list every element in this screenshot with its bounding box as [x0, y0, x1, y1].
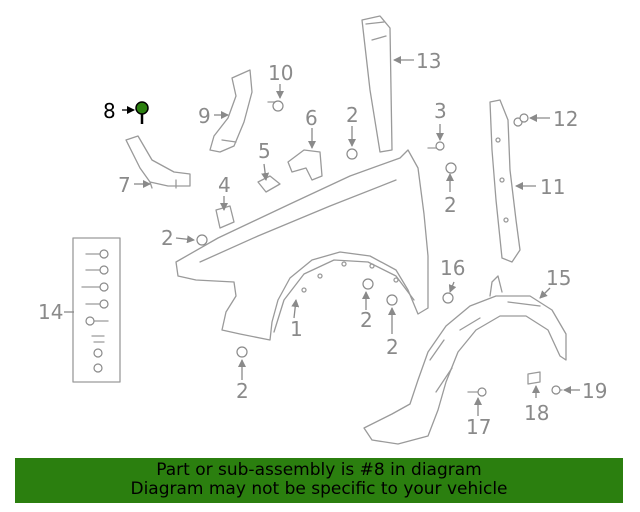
part-17-screw	[467, 387, 487, 397]
callout-15: 15	[546, 266, 571, 290]
part-info-banner: Part or sub-assembly is #8 in diagram Di…	[15, 458, 623, 503]
callout-2: 2	[386, 335, 399, 359]
callout-6: 6	[305, 106, 318, 130]
callout-7: 7	[118, 173, 131, 197]
part-5-clip	[257, 175, 281, 193]
part-6-bracket	[287, 149, 323, 181]
part-10-screw	[267, 100, 284, 112]
callout-16: 16	[440, 256, 465, 280]
part-3-screw	[427, 141, 445, 151]
callout-2: 2	[444, 193, 457, 217]
part-8-bolt-highlighted[interactable]	[135, 101, 149, 124]
callout-13: 13	[416, 49, 441, 73]
leader-lines	[64, 56, 580, 416]
callout-3: 3	[434, 99, 447, 123]
callout-2: 2	[161, 226, 174, 250]
part-13-pillar-trim	[361, 15, 393, 153]
callout-labels: 1 2 2 2 2 2 2 3 4 5 6 7 8 9 10 11 12 13 …	[38, 49, 607, 439]
callout-14: 14	[38, 300, 63, 324]
part-11-seal-strip	[489, 99, 521, 263]
callout-2: 2	[360, 308, 373, 332]
part-2-screws	[196, 148, 457, 358]
part-18-clip	[527, 371, 541, 385]
parts-diagram: 1 2 2 2 2 2 2 3 4 5 6 7 8 9 10 11 12 13 …	[38, 15, 607, 445]
part-16-nut	[442, 292, 454, 304]
banner-line-2: Diagram may not be specific to your vehi…	[130, 479, 508, 499]
part-15-wheelhouse-liner	[363, 275, 567, 445]
part-12-clip	[513, 113, 529, 127]
callout-2: 2	[236, 379, 249, 403]
banner-line-1: Part or sub-assembly is #8 in diagram	[156, 460, 482, 480]
callout-5: 5	[258, 139, 271, 163]
callout-4: 4	[218, 173, 231, 197]
part-1-fender	[175, 149, 429, 341]
callout-19: 19	[582, 379, 607, 403]
part-19-bolt	[551, 385, 563, 395]
callout-12: 12	[553, 107, 578, 131]
callout-2: 2	[346, 103, 359, 127]
callout-1: 1	[290, 317, 303, 341]
callout-8-highlighted[interactable]: 8	[103, 99, 116, 123]
callout-9: 9	[198, 104, 211, 128]
part-9-bracket	[209, 69, 253, 153]
callout-17: 17	[466, 415, 491, 439]
part-7-bracket	[125, 135, 191, 189]
part-4-nut	[215, 205, 235, 229]
callout-10: 10	[268, 61, 293, 85]
callout-11: 11	[540, 175, 565, 199]
part-14-hardware-kit	[72, 237, 121, 383]
callout-18: 18	[524, 401, 549, 425]
